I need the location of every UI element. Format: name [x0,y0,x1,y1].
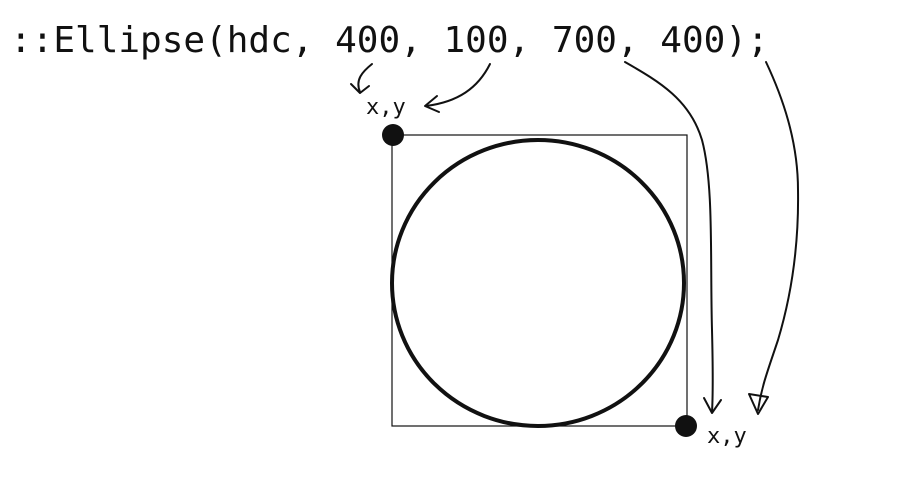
arrow-bottom-arg [757,61,800,411]
bottom-right-label: x,y [707,424,747,449]
arrow-top-arg-head [424,95,440,113]
arrow-left-arg-head [350,83,370,94]
code-prefix: ::Ellipse(hdc, [10,20,335,61]
code-arg-bottom: 400 [660,20,725,61]
code-line: ::Ellipse(hdc, 400, 100, 700, 400); [10,20,769,61]
top-left-point [382,124,404,146]
code-sep-1: , [400,20,443,61]
arrow-right-arg [624,61,714,413]
code-suffix: ); [725,20,768,61]
arrow-left-arg [357,63,373,93]
code-arg-left: 400 [335,20,400,61]
code-sep-3: , [617,20,660,61]
ellipse-shape [390,138,686,428]
arrow-right-arg-head [703,397,722,414]
code-sep-2: , [509,20,552,61]
arrow-top-arg [425,63,491,107]
bottom-right-point [675,415,697,437]
code-arg-top: 100 [444,20,509,61]
arrow-bottom-arg-head [748,393,769,415]
top-left-label: x,y [366,95,406,120]
code-arg-right: 700 [552,20,617,61]
